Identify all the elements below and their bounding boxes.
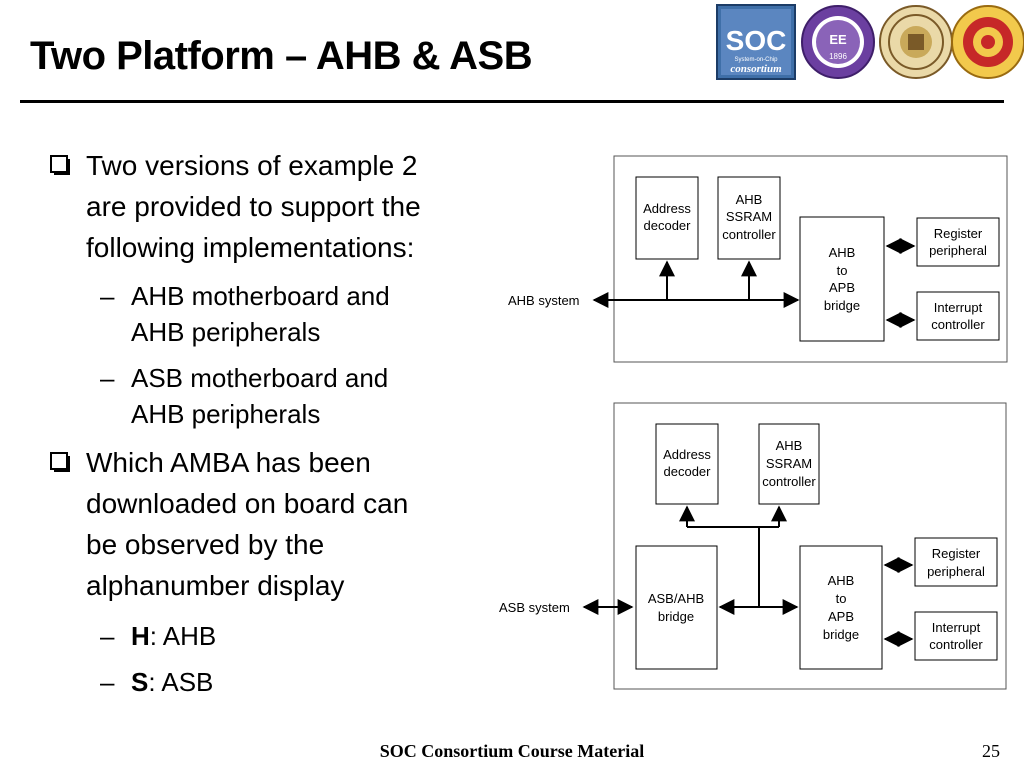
display-code-h: H bbox=[131, 621, 150, 651]
block-label: decoder bbox=[644, 218, 692, 233]
block-label: to bbox=[837, 263, 848, 278]
block-label: Address bbox=[643, 201, 691, 216]
bullet-item: Which AMBA has been downloaded on board … bbox=[50, 442, 505, 606]
sub-bullet-line: AHB peripherals bbox=[131, 317, 321, 347]
block-label: Register bbox=[934, 226, 983, 241]
address-decoder-block: Address decoder bbox=[655, 423, 719, 505]
register-peripheral-block: Register peripheral bbox=[916, 217, 1000, 267]
university-seal bbox=[879, 5, 953, 79]
block-label: to bbox=[836, 591, 847, 606]
block-label: peripheral bbox=[929, 243, 987, 258]
title-divider bbox=[20, 100, 1004, 103]
block-label: bridge bbox=[824, 298, 860, 313]
block-label: AHB bbox=[829, 245, 856, 260]
bullet-line: be observed by the bbox=[86, 529, 325, 560]
dash-bullet-icon: – bbox=[100, 621, 115, 651]
sub-bullet-item: – AHB motherboard and AHB peripherals bbox=[50, 278, 505, 350]
sub-bullet-line: AHB peripherals bbox=[131, 399, 321, 429]
footer-text: SOC Consortium Course Material bbox=[379, 741, 645, 761]
interrupt-controller-block: Interrupt controller bbox=[916, 291, 1000, 341]
sub-bullet-item: – H: AHB bbox=[50, 618, 505, 654]
block-label: controller bbox=[762, 474, 816, 489]
sub-bullet-item: – ASB motherboard and AHB peripherals bbox=[50, 360, 505, 432]
block-label: APB bbox=[828, 609, 854, 624]
bullet-line: Two versions of example 2 bbox=[86, 150, 418, 181]
block-label: Address bbox=[663, 447, 711, 462]
dash-bullet-icon: – bbox=[100, 667, 115, 697]
bullet-line: Which AMBA has been bbox=[86, 447, 371, 478]
ahb-platform-diagram: Address decoder AHB SSRAM controller AHB… bbox=[508, 155, 1008, 363]
ee-seal-year: 1896 bbox=[829, 52, 847, 61]
bullet-list: Two versions of example 2 are provided t… bbox=[50, 145, 505, 700]
bullet-line: following implementations: bbox=[86, 232, 415, 263]
sub-bullet-line: ASB motherboard and bbox=[131, 363, 389, 393]
soc-consortium-logo: SOC System-on-Chip consortium bbox=[716, 4, 796, 80]
asb-system-label: ASB system bbox=[499, 600, 570, 615]
block-label: bridge bbox=[658, 609, 694, 624]
slide-title: Two Platform – AHB & ASB bbox=[30, 34, 533, 78]
ahb-ssram-controller-block: AHB SSRAM controller bbox=[717, 176, 781, 260]
arts-university-seal bbox=[951, 5, 1024, 79]
block-label: ASB/AHB bbox=[648, 591, 704, 606]
block-label: AHB bbox=[736, 192, 763, 207]
block-label: controller bbox=[929, 637, 983, 652]
soc-logo-subtext: consortium bbox=[730, 63, 782, 75]
ahb-system-label: AHB system bbox=[508, 293, 580, 308]
asb-platform-diagram: Address decoder AHB SSRAM controller ASB… bbox=[499, 402, 1007, 690]
display-code-s: S bbox=[131, 667, 149, 697]
page-number: 25 bbox=[982, 741, 1000, 761]
block-label: SSRAM bbox=[766, 456, 812, 471]
register-peripheral-block: Register peripheral bbox=[914, 537, 998, 587]
ee-seal-text: EE bbox=[829, 32, 847, 47]
bullet-line: alphanumber display bbox=[86, 570, 345, 601]
interrupt-controller-block: Interrupt controller bbox=[914, 611, 998, 661]
block-label: SSRAM bbox=[726, 209, 772, 224]
sub-bullet-item: – S: ASB bbox=[50, 664, 505, 700]
bullet-line: are provided to support the bbox=[86, 191, 421, 222]
block-label: Interrupt bbox=[932, 620, 981, 635]
soc-logo-tiny-text: System-on-Chip bbox=[734, 57, 778, 63]
address-decoder-block: Address decoder bbox=[635, 176, 699, 260]
dash-bullet-icon: – bbox=[100, 363, 115, 393]
block-label: decoder bbox=[664, 464, 712, 479]
checkbox-bullet-icon bbox=[50, 452, 70, 472]
block-label: AHB bbox=[776, 438, 803, 453]
checkbox-bullet-icon bbox=[50, 155, 70, 175]
ahb-to-apb-bridge-block: AHB to APB bridge bbox=[799, 545, 883, 670]
display-code-meaning: : AHB bbox=[149, 621, 217, 651]
block-label: peripheral bbox=[927, 564, 985, 579]
block-label: Interrupt bbox=[934, 300, 983, 315]
bullet-line: downloaded on board can bbox=[86, 488, 409, 519]
ee-department-seal: EE 1896 bbox=[801, 5, 875, 79]
block-label: controller bbox=[722, 227, 776, 242]
ahb-to-apb-bridge-block: AHB to APB bridge bbox=[799, 216, 885, 342]
block-label: APB bbox=[829, 280, 855, 295]
bullet-item: Two versions of example 2 are provided t… bbox=[50, 145, 505, 268]
asb-ahb-bridge-block: ASB/AHB bridge bbox=[635, 545, 718, 670]
block-label: controller bbox=[931, 317, 985, 332]
block-label: AHB bbox=[828, 573, 855, 588]
logo-strip: SOC System-on-Chip consortium EE 1896 bbox=[716, 4, 1024, 82]
dash-bullet-icon: – bbox=[100, 281, 115, 311]
block-label: bridge bbox=[823, 627, 859, 642]
sub-bullet-line: AHB motherboard and bbox=[131, 281, 390, 311]
soc-logo-text: SOC bbox=[726, 25, 787, 56]
block-label: Register bbox=[932, 546, 981, 561]
display-code-meaning: : ASB bbox=[148, 667, 214, 697]
ahb-ssram-controller-block: AHB SSRAM controller bbox=[758, 423, 820, 505]
